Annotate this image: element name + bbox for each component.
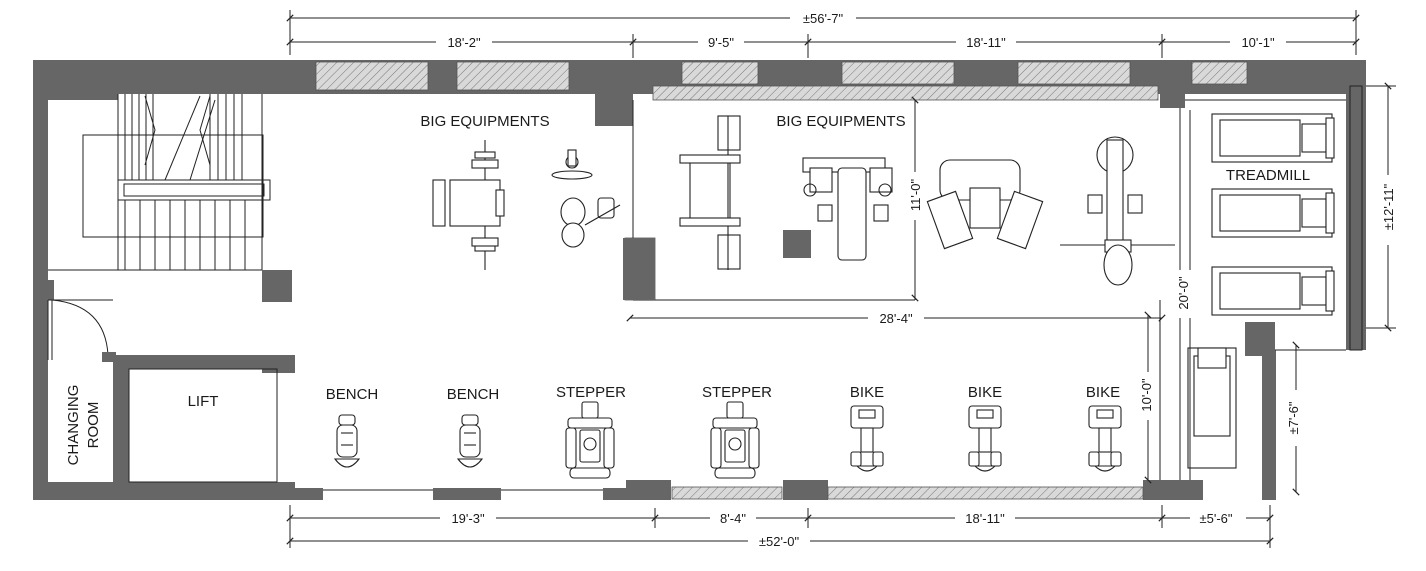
- dim-top-seg-4: 10'-1": [1241, 35, 1275, 50]
- dim-right-lower: ±7'-6": [1286, 401, 1301, 434]
- equipment-big-right: [679, 115, 1175, 286]
- dim-right-height: ±12'-11": [1381, 183, 1396, 230]
- dim-top-overall: ±56'-7": [803, 11, 844, 26]
- dim-inner-horizontal: 28'-4": [879, 311, 913, 326]
- label-bench-2: BENCH: [447, 386, 500, 403]
- dim-inner-vertical-11: 11'-0": [908, 179, 923, 212]
- changing-room: [47, 299, 116, 362]
- dim-top-seg-2: 9'-5": [708, 35, 734, 50]
- steppers: [565, 401, 760, 479]
- label-bike-2: BIKE: [968, 384, 1002, 401]
- dim-inner-vertical-20: 20'-0": [1176, 276, 1191, 310]
- label-changing-room-line1: CHANGING: [65, 385, 82, 466]
- equipment-big-left: [432, 140, 621, 270]
- walls: [33, 60, 1366, 500]
- label-big-equipments-right: BIG EQUIPMENTS: [776, 113, 905, 130]
- dim-bottom-seg-4: ±5'-6": [1199, 511, 1232, 526]
- label-treadmill: TREADMILL: [1226, 167, 1310, 184]
- bikes: [850, 405, 1122, 472]
- label-big-equipments-left: BIG EQUIPMENTS: [420, 113, 549, 130]
- label-changing-room-line2: ROOM: [85, 402, 102, 449]
- label-bench-1: BENCH: [326, 386, 379, 403]
- dim-bottom-seg-2: 8'-4": [720, 511, 746, 526]
- label-stepper-2: STEPPER: [702, 384, 772, 401]
- label-lift: LIFT: [188, 393, 219, 410]
- treadmills: [1187, 113, 1335, 469]
- dim-bottom-seg-3: 18'-11": [965, 511, 1005, 526]
- label-stepper-1: STEPPER: [556, 384, 626, 401]
- benches: [334, 414, 483, 468]
- label-bike-3: BIKE: [1086, 384, 1120, 401]
- dim-top-seg-1: 18'-2": [447, 35, 481, 50]
- label-bike-1: BIKE: [850, 384, 884, 401]
- dim-inner-vertical-10: 10'-0": [1139, 378, 1154, 412]
- dim-top-seg-3: 18'-11": [966, 35, 1006, 50]
- dim-bottom-overall: ±52'-0": [759, 534, 800, 549]
- staircase: [48, 94, 271, 271]
- windows: [315, 61, 1363, 500]
- dim-bottom-seg-1: 19'-3": [451, 511, 485, 526]
- lift-shaft: [128, 368, 278, 483]
- dimension-texts: ±56'-7" 18'-2" 9'-5" 18'-11" 10'-1" ±12'…: [436, 10, 1396, 549]
